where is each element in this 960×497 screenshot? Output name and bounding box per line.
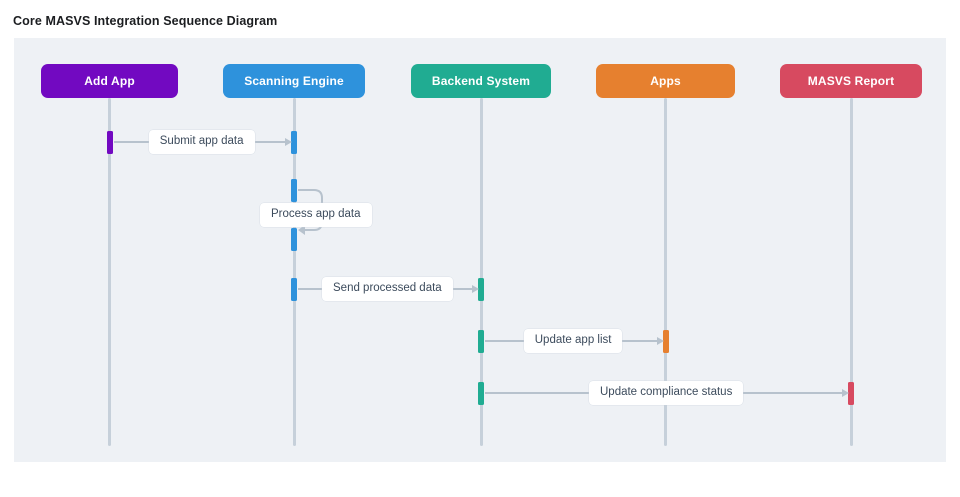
actor-box-scanning-engine[interactable]: Scanning Engine [223, 64, 365, 98]
activation-bar-submit-app-data-source [106, 131, 113, 154]
lifeline-masvs-report [849, 98, 853, 446]
activation-bar-send-processed-data-source [291, 278, 297, 301]
actor-label-scanning-engine: Scanning Engine [244, 74, 344, 88]
message-label-update-app-list[interactable]: Update app list [523, 328, 623, 353]
actor-box-add-app[interactable]: Add App [41, 64, 178, 98]
actor-label-apps: Apps [650, 74, 681, 88]
message-arrowhead-update-compliance-status [842, 388, 849, 397]
message-arrowhead-send-processed-data [472, 284, 479, 293]
activation-bar-update-compliance-status-target [848, 382, 854, 405]
activation-bar-update-app-list-source [478, 330, 484, 353]
actor-label-backend-system: Backend System [431, 74, 531, 88]
message-arrowhead-update-app-list [656, 336, 664, 345]
lifeline-add-app [108, 98, 111, 446]
lifeline-backend-system [479, 98, 483, 446]
actor-label-add-app: Add App [84, 74, 135, 88]
activation-bar-send-processed-data-target [478, 278, 484, 301]
message-label-update-compliance-status[interactable]: Update compliance status [589, 380, 744, 405]
lifeline-scanning-engine [292, 98, 296, 446]
actor-box-apps[interactable]: Apps [596, 64, 735, 98]
actor-box-masvs-report[interactable]: MASVS Report [780, 64, 922, 98]
message-label-process-app-data[interactable]: Process app data [260, 202, 372, 227]
activation-bar-process-app-data-source [291, 179, 297, 202]
message-arrowhead-submit-app-data [285, 137, 292, 146]
activation-bar-update-compliance-status-source [478, 382, 484, 405]
activation-bar-submit-app-data-target [291, 131, 297, 154]
activation-bar-update-app-list-target [662, 330, 669, 353]
actor-label-masvs-report: MASVS Report [807, 74, 895, 88]
message-label-send-processed-data[interactable]: Send processed data [322, 276, 453, 301]
activation-bar-process-app-data-target [291, 228, 297, 251]
actor-box-backend-system[interactable]: Backend System [411, 64, 551, 98]
message-label-submit-app-data[interactable]: Submit app data [148, 129, 255, 154]
lifeline-apps [664, 98, 667, 446]
page-title: Core MASVS Integration Sequence Diagram [13, 14, 278, 28]
